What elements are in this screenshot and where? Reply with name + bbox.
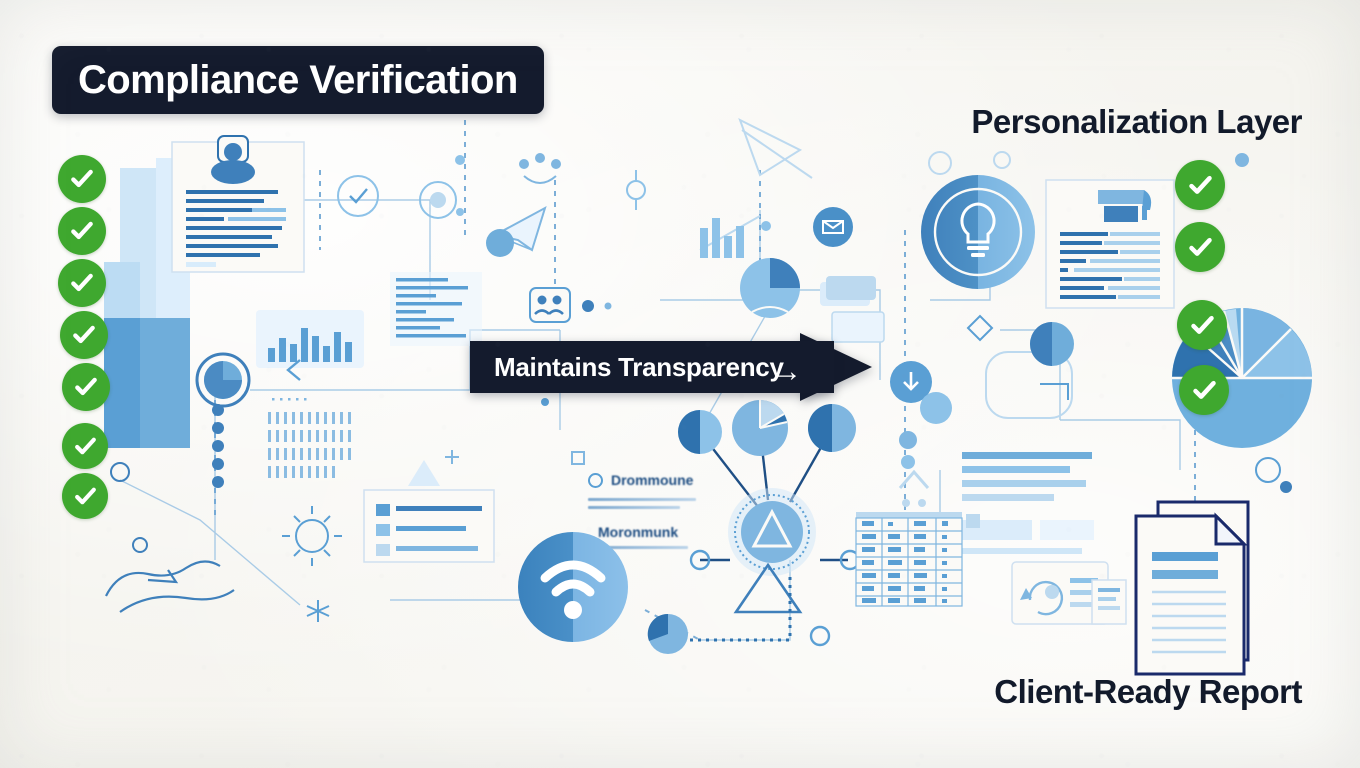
mini-doc-right	[1091, 579, 1127, 625]
small-circle	[110, 462, 130, 482]
refresh-icon	[1011, 561, 1109, 625]
asterisk-icon	[306, 600, 330, 622]
graduation-cap-icon	[1098, 190, 1152, 222]
checkmark-icon	[1177, 300, 1227, 350]
small-circle	[132, 537, 148, 553]
download-icon	[890, 361, 932, 403]
personalization-layer-label: Personalization Layer	[971, 103, 1302, 140]
rounded-card-right	[985, 322, 1074, 419]
gauge-icon	[195, 352, 251, 488]
document-stack-icon	[1134, 500, 1250, 676]
bullet-circle-icon	[588, 472, 603, 488]
checkmark-icon	[62, 423, 108, 469]
checkmark-icon	[58, 207, 106, 255]
page-title-banner: Compliance Verification	[52, 46, 544, 114]
node-circle-right	[808, 404, 856, 452]
mini-bar-card	[256, 310, 364, 368]
checkmark-icon	[1175, 160, 1225, 210]
user-badge-icon	[211, 135, 255, 184]
page-title: Compliance Verification	[78, 58, 518, 102]
network-hub	[678, 400, 861, 576]
triangle-marker	[408, 460, 440, 486]
arrow-left-marker	[286, 359, 301, 381]
mini-bars-top	[700, 218, 744, 258]
clock-icon	[419, 181, 457, 219]
plus-marker	[445, 450, 585, 465]
dot-matrix	[268, 398, 351, 478]
data-table	[855, 512, 980, 607]
node-pie-chart	[732, 400, 788, 456]
code-card	[390, 272, 482, 346]
transparency-arrow-banner: Maintains Transparency →	[470, 333, 872, 401]
checkmark-icon	[58, 155, 106, 203]
node-circle-left	[678, 410, 722, 454]
mail-icon	[813, 207, 853, 247]
checkmark-icon	[62, 473, 108, 519]
arrow-banner-body: Maintains Transparency	[470, 341, 834, 393]
client-ready-report-label: Client-Ready Report	[994, 673, 1302, 710]
fuzzy-label-2: Moronmunk	[598, 524, 679, 540]
mini-pie-bottom	[647, 613, 688, 654]
left-bar-chart-bars	[104, 158, 190, 448]
sketch-lines	[699, 117, 813, 251]
gear-icon	[282, 506, 342, 566]
small-circle	[1255, 457, 1281, 483]
chevron-up-icon	[898, 469, 930, 489]
fuzzy-label-1: Drommoune	[611, 472, 694, 488]
checkmark-icon	[1179, 365, 1229, 415]
checkmark-icon	[62, 363, 110, 411]
text-lines-right	[962, 452, 1094, 554]
doc-card-mid-left	[363, 489, 495, 563]
paper-plane-icon	[486, 205, 547, 257]
pie-node-top	[740, 258, 800, 318]
small-node	[920, 392, 952, 424]
checkmark-icon	[1175, 222, 1225, 272]
lightbulb-icon	[921, 175, 1035, 289]
arrow-right-icon: →	[772, 355, 802, 388]
line-art-flourish	[105, 560, 235, 613]
checkmark-icon	[60, 311, 108, 359]
triangle-outline-icon	[733, 562, 803, 614]
triangle-node-icon	[728, 488, 816, 576]
arrow-banner-label: Maintains Transparency	[494, 351, 784, 382]
circle-check-outline	[337, 175, 379, 217]
dots-cluster	[519, 153, 561, 184]
doc-card-top-right	[1045, 179, 1175, 309]
diamond-node	[966, 314, 994, 342]
people-icon	[529, 287, 612, 323]
wifi-icon	[518, 532, 628, 642]
target-icon	[626, 170, 646, 210]
checkmark-icon	[58, 259, 106, 307]
doc-card-top-left	[171, 135, 305, 273]
blurred-text-block: Drommoune Moronmunk	[588, 472, 708, 549]
